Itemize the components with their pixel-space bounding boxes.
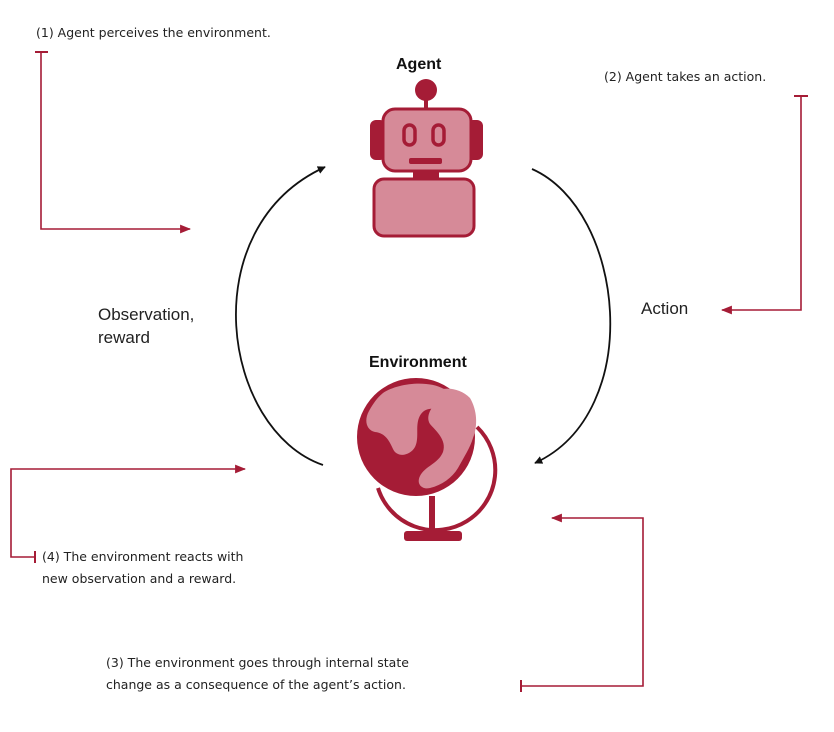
action-label: Action	[641, 299, 689, 318]
environment-globe-icon	[357, 378, 498, 541]
step3-note: (3) The environment goes through interna…	[106, 652, 409, 696]
action-arrow	[531, 168, 612, 464]
step3-note-line1: (3) The environment goes through interna…	[106, 655, 409, 670]
step1-note: (1) Agent perceives the environment.	[36, 25, 271, 40]
observation-label: Observation, reward	[98, 303, 194, 349]
step4-note-line2: new observation and a reward.	[42, 571, 237, 586]
observation-label-line2: reward	[98, 328, 150, 347]
step4-connector	[10, 464, 247, 563]
agent-robot-icon	[370, 79, 483, 238]
step3-note-line2: change as a consequence of the agent’s a…	[106, 677, 406, 692]
step3-connector	[520, 513, 644, 692]
step2-connector	[720, 95, 808, 315]
observation-label-line1: Observation,	[98, 305, 195, 324]
step4-note: (4) The environment reacts with new obse…	[42, 546, 243, 590]
step1-connector	[35, 51, 192, 234]
step4-note-line1: (4) The environment reacts with	[42, 549, 244, 564]
step2-note: (2) Agent takes an action.	[604, 69, 767, 84]
agent-title: Agent	[396, 56, 442, 73]
observation-reward-arrow	[235, 166, 326, 466]
environment-title: Environment	[369, 354, 467, 371]
